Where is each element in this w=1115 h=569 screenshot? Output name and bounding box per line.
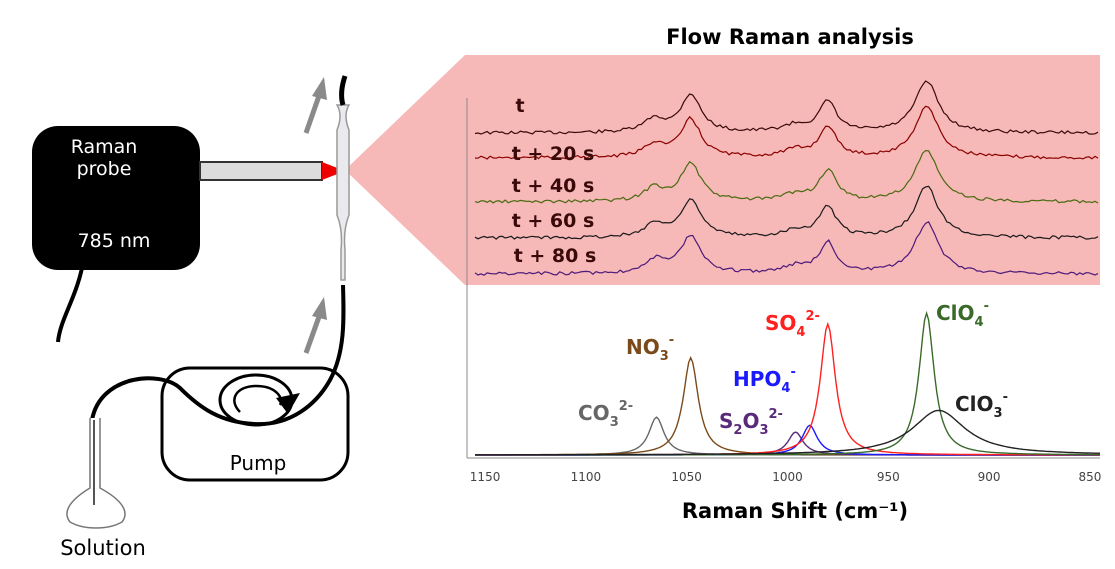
- spectrum-line-3: [474, 185, 1099, 240]
- spectrum-line-1: [474, 105, 1099, 160]
- reference-peak-1: [475, 356, 1100, 456]
- species-labels: CO32- NO3- S2O32- HPO4- SO42- ClO4- ClO3-: [578, 299, 1008, 438]
- raman-probe-box: [32, 126, 200, 270]
- reference-peak-6: [475, 409, 1101, 456]
- flow-cell: [335, 104, 351, 281]
- time-spectra: [474, 80, 1099, 276]
- species-label-4: SO42-: [765, 309, 820, 340]
- solution-flask: [66, 418, 126, 529]
- x-tick-label: 1050: [671, 470, 702, 484]
- reference-peak-3: [475, 424, 1100, 456]
- spectrum-line-4: [474, 220, 1099, 276]
- probe-tube: [199, 161, 323, 181]
- probe-label-line1: Raman: [71, 136, 138, 158]
- time-label-2: t + 40 s: [512, 175, 595, 197]
- pump-label: Pump: [230, 451, 287, 475]
- species-label-2: S2O32-: [719, 407, 783, 438]
- spectra-panel: [465, 55, 1100, 285]
- probe-wavelength: 785 nm: [78, 230, 151, 252]
- solution-label: Solution: [60, 536, 146, 560]
- probe-label-line2: probe: [77, 158, 132, 180]
- x-tick-label: 900: [978, 470, 1001, 484]
- spectrum-line-0: [474, 80, 1099, 135]
- x-tick-label: 1150: [470, 470, 501, 484]
- time-label-3: t + 60 s: [512, 210, 595, 232]
- x-tick-label: 1000: [772, 470, 803, 484]
- pump-rotation-arrowhead-icon: [276, 393, 300, 414]
- flow-arrow-up-bottom-icon: [303, 297, 327, 354]
- species-label-3: HPO4-: [733, 365, 796, 396]
- reference-peak-2: [475, 431, 1100, 456]
- probe-cable: [56, 267, 84, 343]
- species-label-6: ClO3-: [955, 390, 1008, 421]
- reference-spectra: [475, 310, 1101, 456]
- x-tick-label: 850: [1078, 470, 1101, 484]
- pump-tubing: [90, 284, 346, 427]
- time-label-0: t: [515, 95, 524, 117]
- magnify-cone: [345, 55, 465, 285]
- reference-axes: [466, 98, 1100, 459]
- outlet-tube: [339, 75, 348, 106]
- x-axis-label: Raman Shift (cm⁻¹): [682, 499, 908, 523]
- x-tick-label: 1100: [571, 470, 602, 484]
- species-label-5: ClO4-: [936, 299, 989, 330]
- chart-title: Flow Raman analysis: [666, 25, 914, 49]
- laser-tip-icon: [322, 162, 345, 180]
- time-label-4: t + 80 s: [514, 245, 597, 267]
- x-tick-label: 950: [877, 470, 900, 484]
- species-label-1: NO3-: [626, 333, 674, 364]
- time-labels: t t + 20 s t + 40 s t + 60 s t + 80 s: [512, 95, 597, 267]
- x-tick-labels: 1150 1100 1050 1000 950 900 850: [470, 470, 1102, 484]
- flow-arrow-up-top-icon: [303, 77, 327, 134]
- species-label-0: CO32-: [578, 399, 633, 430]
- time-label-1: t + 20 s: [512, 143, 595, 165]
- spectrum-line-2: [474, 149, 1099, 204]
